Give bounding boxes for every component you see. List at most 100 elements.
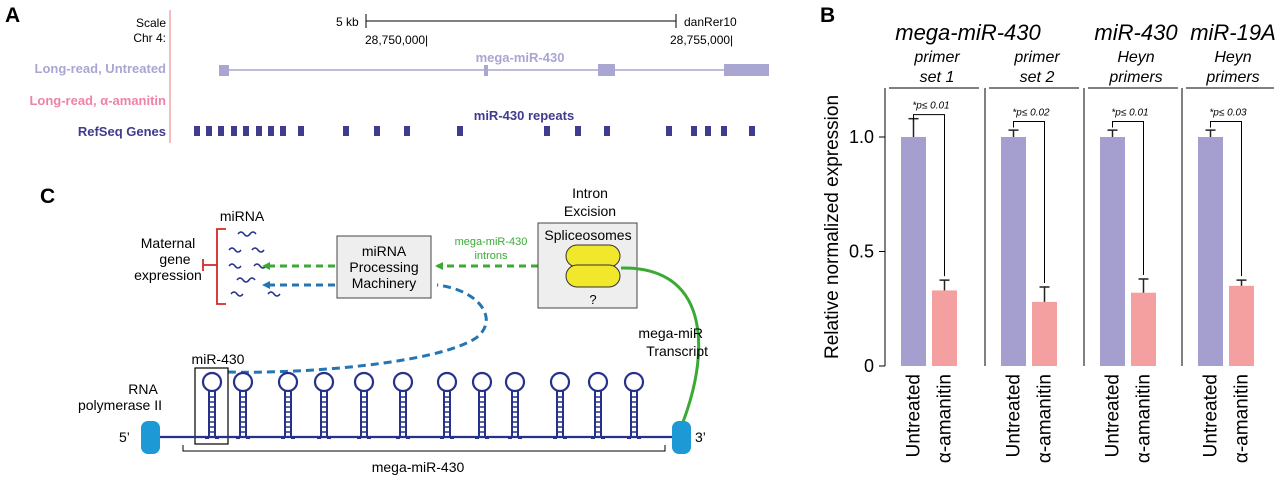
rnapol-label-2: polymerase II (78, 397, 162, 413)
refseq-repeat-block (457, 126, 463, 136)
group-subtitle-1: Heyn (1214, 49, 1251, 66)
panel-a-letter: A (5, 4, 20, 27)
p-value-label: *p≤ 0.01 (1111, 108, 1148, 119)
hairpin-icon (313, 371, 335, 440)
processing-machinery-box (336, 235, 432, 299)
category-label: α-amanitin (1035, 374, 1056, 463)
excision-label-2: Excision (564, 203, 616, 219)
processing-label-1: miRNA (362, 243, 407, 259)
refseq-repeat-block (666, 126, 672, 136)
scale-label: Scale (136, 16, 166, 30)
hairpin-icon (392, 371, 414, 440)
hairpin-icon (549, 371, 571, 440)
gene-label: mega-miR-430 (476, 50, 565, 65)
category-label: α-amanitin (935, 374, 956, 463)
refseq-repeat-block (343, 126, 349, 136)
repeats-label: miR-430 repeats (474, 108, 574, 123)
category-label: Untreated (1201, 374, 1222, 457)
y-tick-label: 0 (864, 356, 874, 376)
transcript-curve (620, 266, 701, 423)
question-mark: ? (589, 292, 596, 307)
refseq-repeat-blocks (194, 126, 755, 136)
maternal-label-2: gene (159, 251, 190, 267)
refseq-repeat-block (691, 126, 697, 136)
y-tick-label: 1.0 (849, 127, 874, 147)
refseq-repeat-block (218, 126, 224, 136)
assembly-label: danRer10 (684, 15, 737, 29)
group-title: miR-430 (1094, 20, 1178, 45)
untreated-gene-model (219, 64, 769, 76)
transcript-label-1: mega-miR (638, 325, 703, 341)
coord-left: 28,750,000| (365, 33, 428, 47)
introns-label-1: mega-miR-430 (455, 236, 528, 248)
processing-label-3: Machinery (352, 275, 417, 291)
hairpin-icon (504, 371, 526, 440)
refseq-repeat-block (243, 126, 249, 136)
mega-bracket (182, 445, 666, 452)
refseq-repeat-block (705, 126, 711, 136)
group-subtitle-2: primers (1205, 69, 1259, 86)
bar-untreated (1001, 137, 1026, 366)
y-axis-label: Relative normalized expression (822, 95, 843, 359)
transcript-label-2: Transcript (646, 343, 708, 359)
category-label: α-amanitin (1232, 374, 1253, 463)
group-subtitle-2: primers (1108, 69, 1162, 86)
category-label: Untreated (1004, 374, 1025, 457)
bar-untreated (901, 137, 926, 366)
significance-bracket (913, 114, 945, 277)
group-subtitle-1: Heyn (1117, 49, 1154, 66)
bar-amanitin (1131, 292, 1156, 366)
group-title: miR-19A (1190, 20, 1276, 45)
panel-a: A Scale Chr 4: 5 kb danRer10 28,750,000|… (5, 4, 769, 143)
bar-amanitin (932, 290, 957, 366)
track-untreated-label: Long-read, Untreated (35, 61, 167, 76)
category-label: α-amanitin (1134, 374, 1155, 463)
introns-label-2: introns (474, 250, 508, 262)
refseq-repeat-block (268, 126, 274, 136)
hairpin-icon (232, 371, 254, 440)
bar-amanitin (1032, 301, 1057, 366)
refseq-repeat-block (256, 126, 262, 136)
category-label: Untreated (904, 374, 925, 457)
bar-untreated (1198, 137, 1223, 366)
category-label: Untreated (1103, 374, 1124, 457)
panel-b-letter: B (820, 4, 835, 27)
significance-bracket (1112, 121, 1144, 275)
bar-untreated (1100, 137, 1125, 366)
mir430-label: miR-430 (192, 351, 245, 367)
hairpin-icon (277, 371, 299, 440)
track-amanitin-label: Long-read, α-amanitin (29, 93, 166, 108)
bar-amanitin (1229, 285, 1254, 366)
hairpin-array (201, 371, 645, 440)
group-subtitle-2: set 2 (1020, 69, 1055, 86)
rna-polymerase-right (672, 421, 691, 454)
group-subtitle-1: primer (1013, 49, 1060, 66)
maternal-label-1: Maternal (141, 235, 195, 251)
mega-label: mega-miR-430 (372, 459, 465, 475)
hairpin-icon (587, 371, 609, 440)
maternal-label-3: expression (134, 267, 202, 283)
refseq-repeat-block (544, 126, 550, 136)
five-prime-label: 5’ (119, 429, 130, 445)
coord-right: 28,755,000| (670, 33, 733, 47)
refseq-repeat-block (749, 126, 755, 136)
track-refseq-label: RefSeq Genes (78, 124, 166, 139)
hairpin-icon (623, 371, 645, 440)
refseq-repeat-block (604, 126, 610, 136)
refseq-repeat-block (194, 126, 200, 136)
refseq-repeat-block (280, 126, 286, 136)
group-subtitle-1: primer (913, 49, 960, 66)
refseq-repeat-block (298, 126, 304, 136)
hairpin-icon (471, 371, 493, 440)
chr-label: Chr 4: (133, 31, 166, 45)
processing-label-2: Processing (349, 259, 418, 275)
refseq-repeat-block (575, 126, 581, 136)
refseq-repeat-block (374, 126, 380, 136)
rnapol-label-1: RNA (128, 381, 158, 397)
